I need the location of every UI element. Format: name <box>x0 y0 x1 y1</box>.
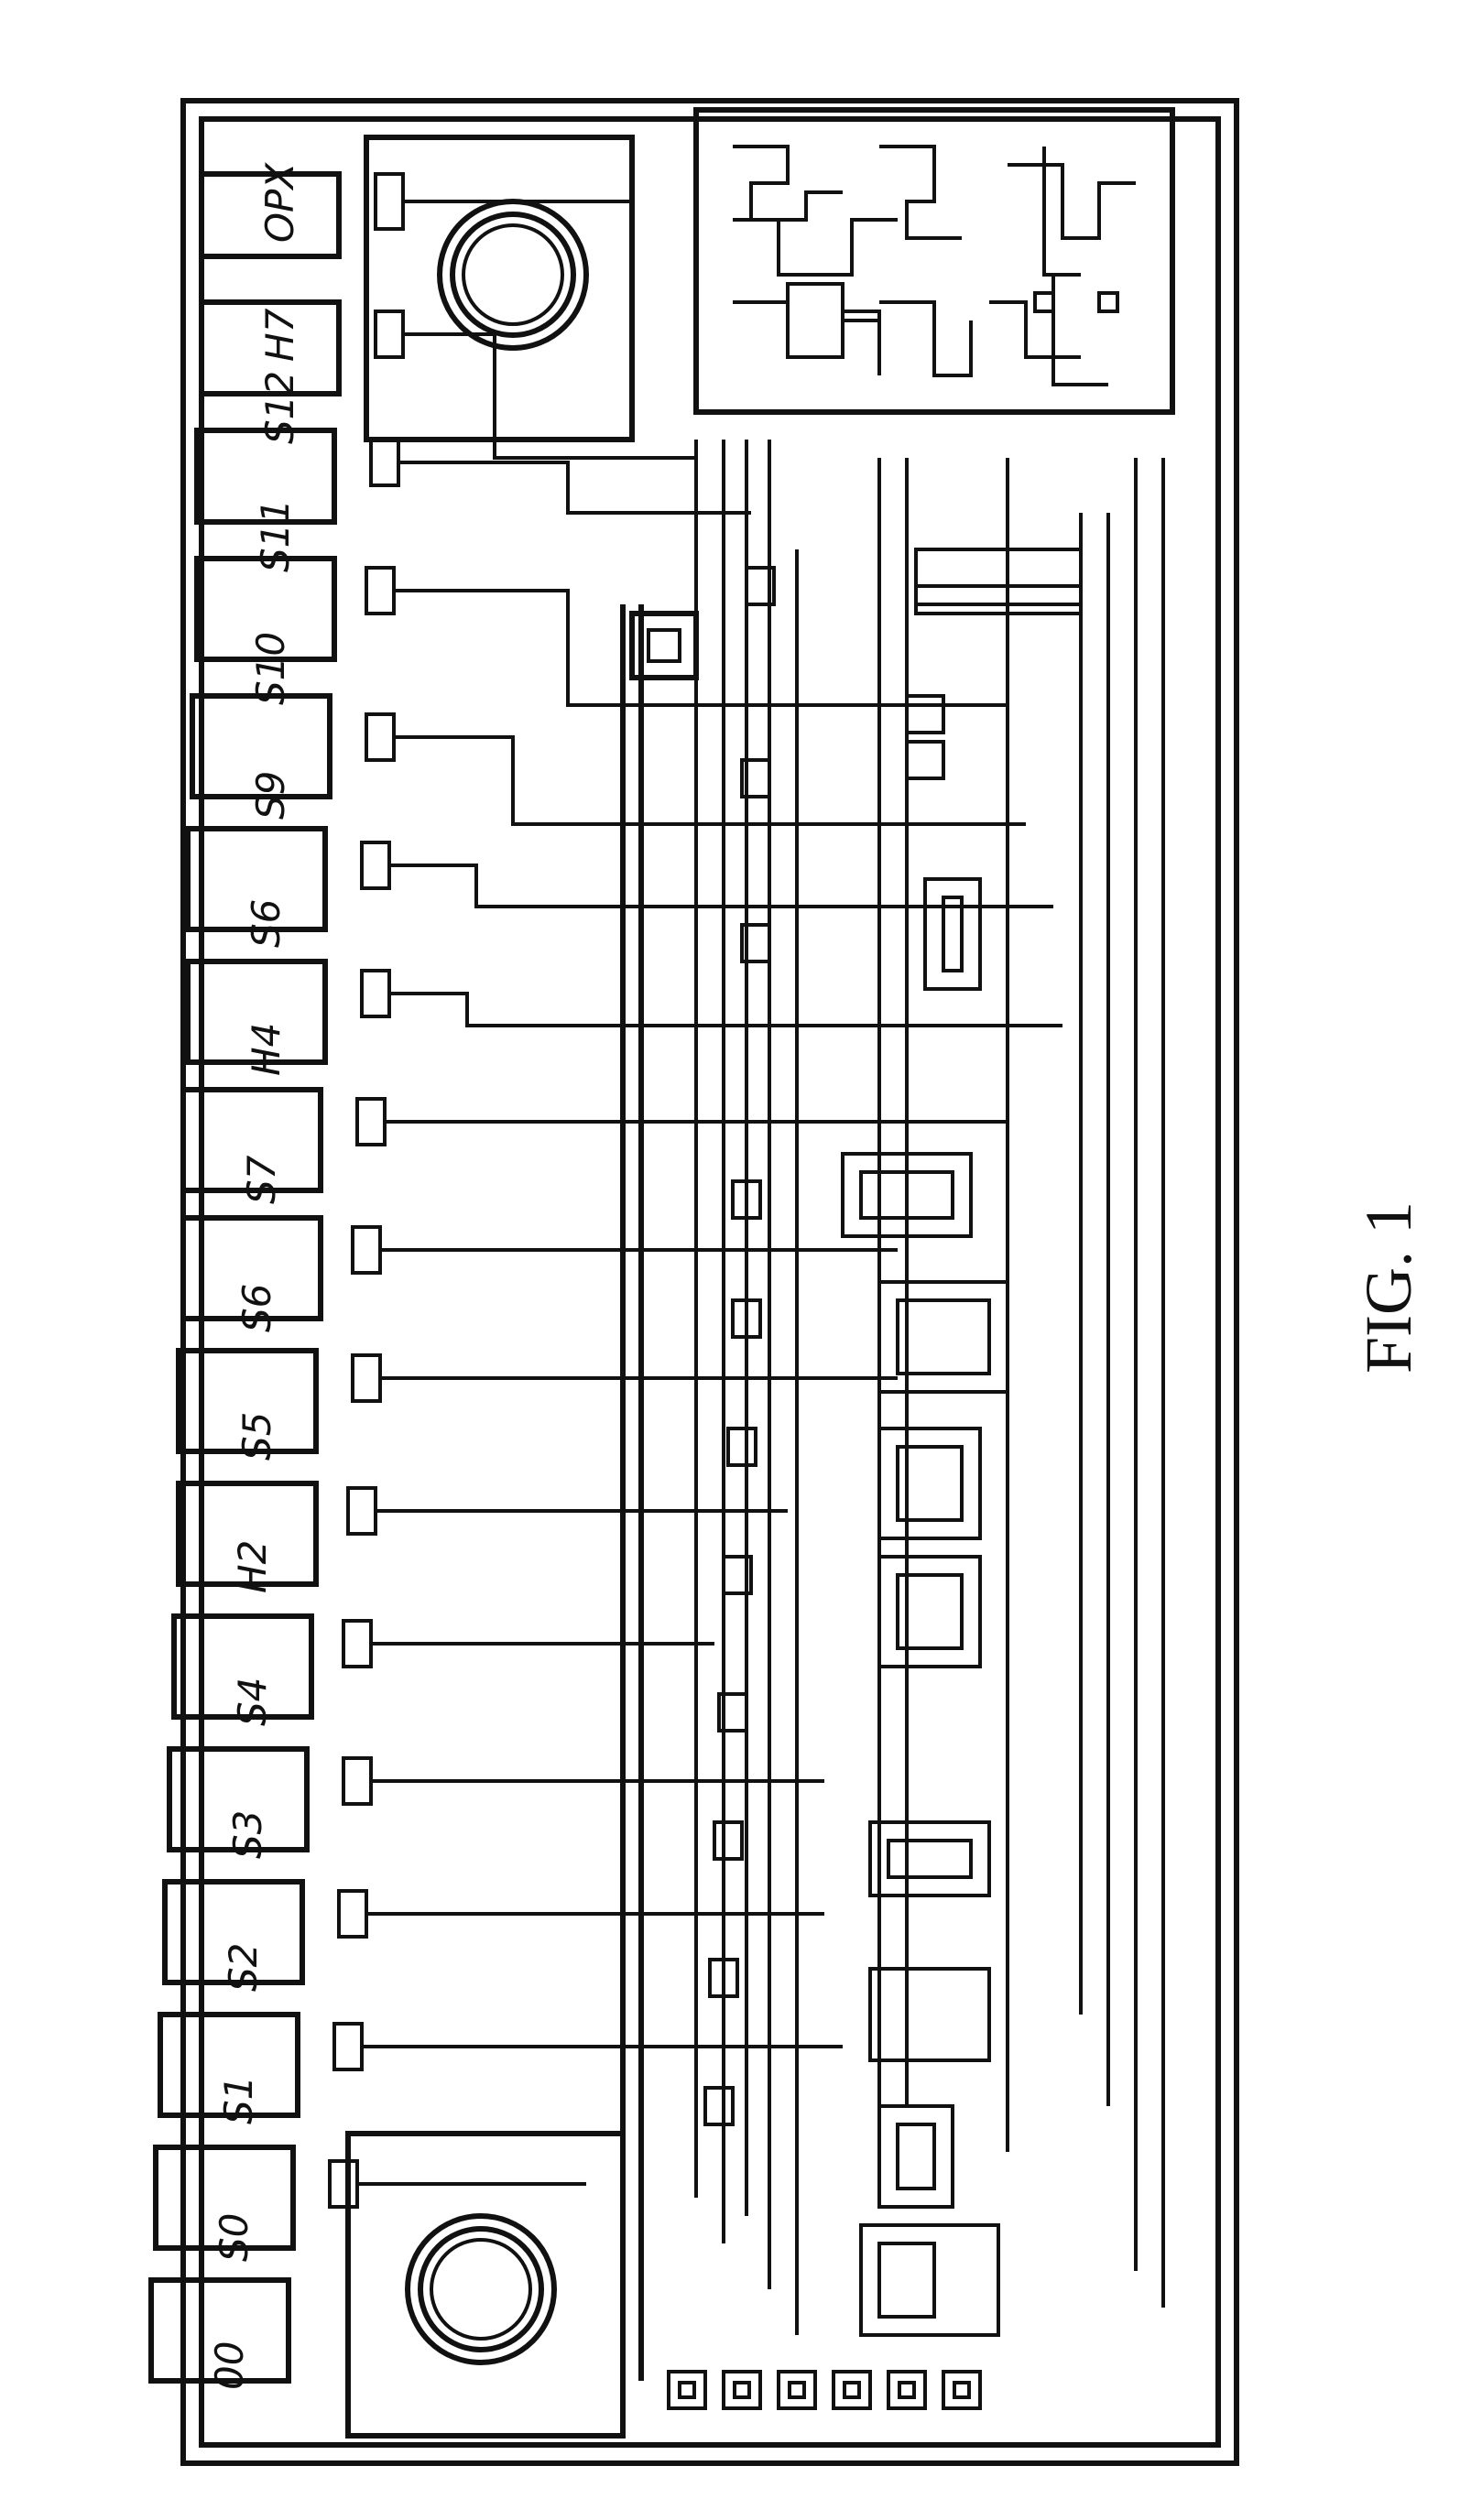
pad-label-h7: H7 <box>257 308 302 362</box>
pad-label-s11: S11 <box>253 499 298 572</box>
pad-labels: 00 S0 S1 S2 S3 S4 H2 S5 S6 S7 H4 S6 S9 S… <box>207 162 302 2390</box>
bond-pad-column <box>151 174 339 2381</box>
pad-label-s12: S12 <box>257 371 302 444</box>
pad-label-s9: S9 <box>248 771 293 820</box>
chip-outline <box>183 101 1237 2463</box>
pad-label-s5: S5 <box>234 1412 279 1461</box>
pad-label-h4: H4 <box>244 1023 289 1076</box>
signal-traces <box>357 201 1062 2184</box>
pad-label-h2: H2 <box>230 1540 275 1593</box>
pad-contacts <box>330 174 403 2207</box>
logic-block-top-right <box>696 110 1172 412</box>
figure-caption: FIG. 1 <box>1352 1201 1425 1374</box>
pad-label-s7: S7 <box>239 1155 284 1204</box>
pad-label-s6-upper: S6 <box>244 899 289 948</box>
pad-label-00: 00 <box>207 2341 252 2390</box>
via-contacts <box>632 568 774 2124</box>
pad-label-opx: OPX <box>257 162 302 243</box>
pad-label-s2: S2 <box>221 1943 266 1992</box>
alignment-mark-bottom <box>348 2134 623 2436</box>
pad-label-s10: S10 <box>248 632 293 705</box>
pad-label-s1: S1 <box>216 2076 261 2124</box>
pad-label-s4: S4 <box>230 1678 275 1726</box>
pad-label-s0: S0 <box>212 2213 256 2262</box>
alignment-mark-top <box>366 137 632 440</box>
test-pad-row <box>669 2372 980 2408</box>
pad-label-s6-lower: S6 <box>234 1284 279 1332</box>
pad-label-s3: S3 <box>225 1810 270 1859</box>
logic-block-bottom <box>861 1822 998 2335</box>
